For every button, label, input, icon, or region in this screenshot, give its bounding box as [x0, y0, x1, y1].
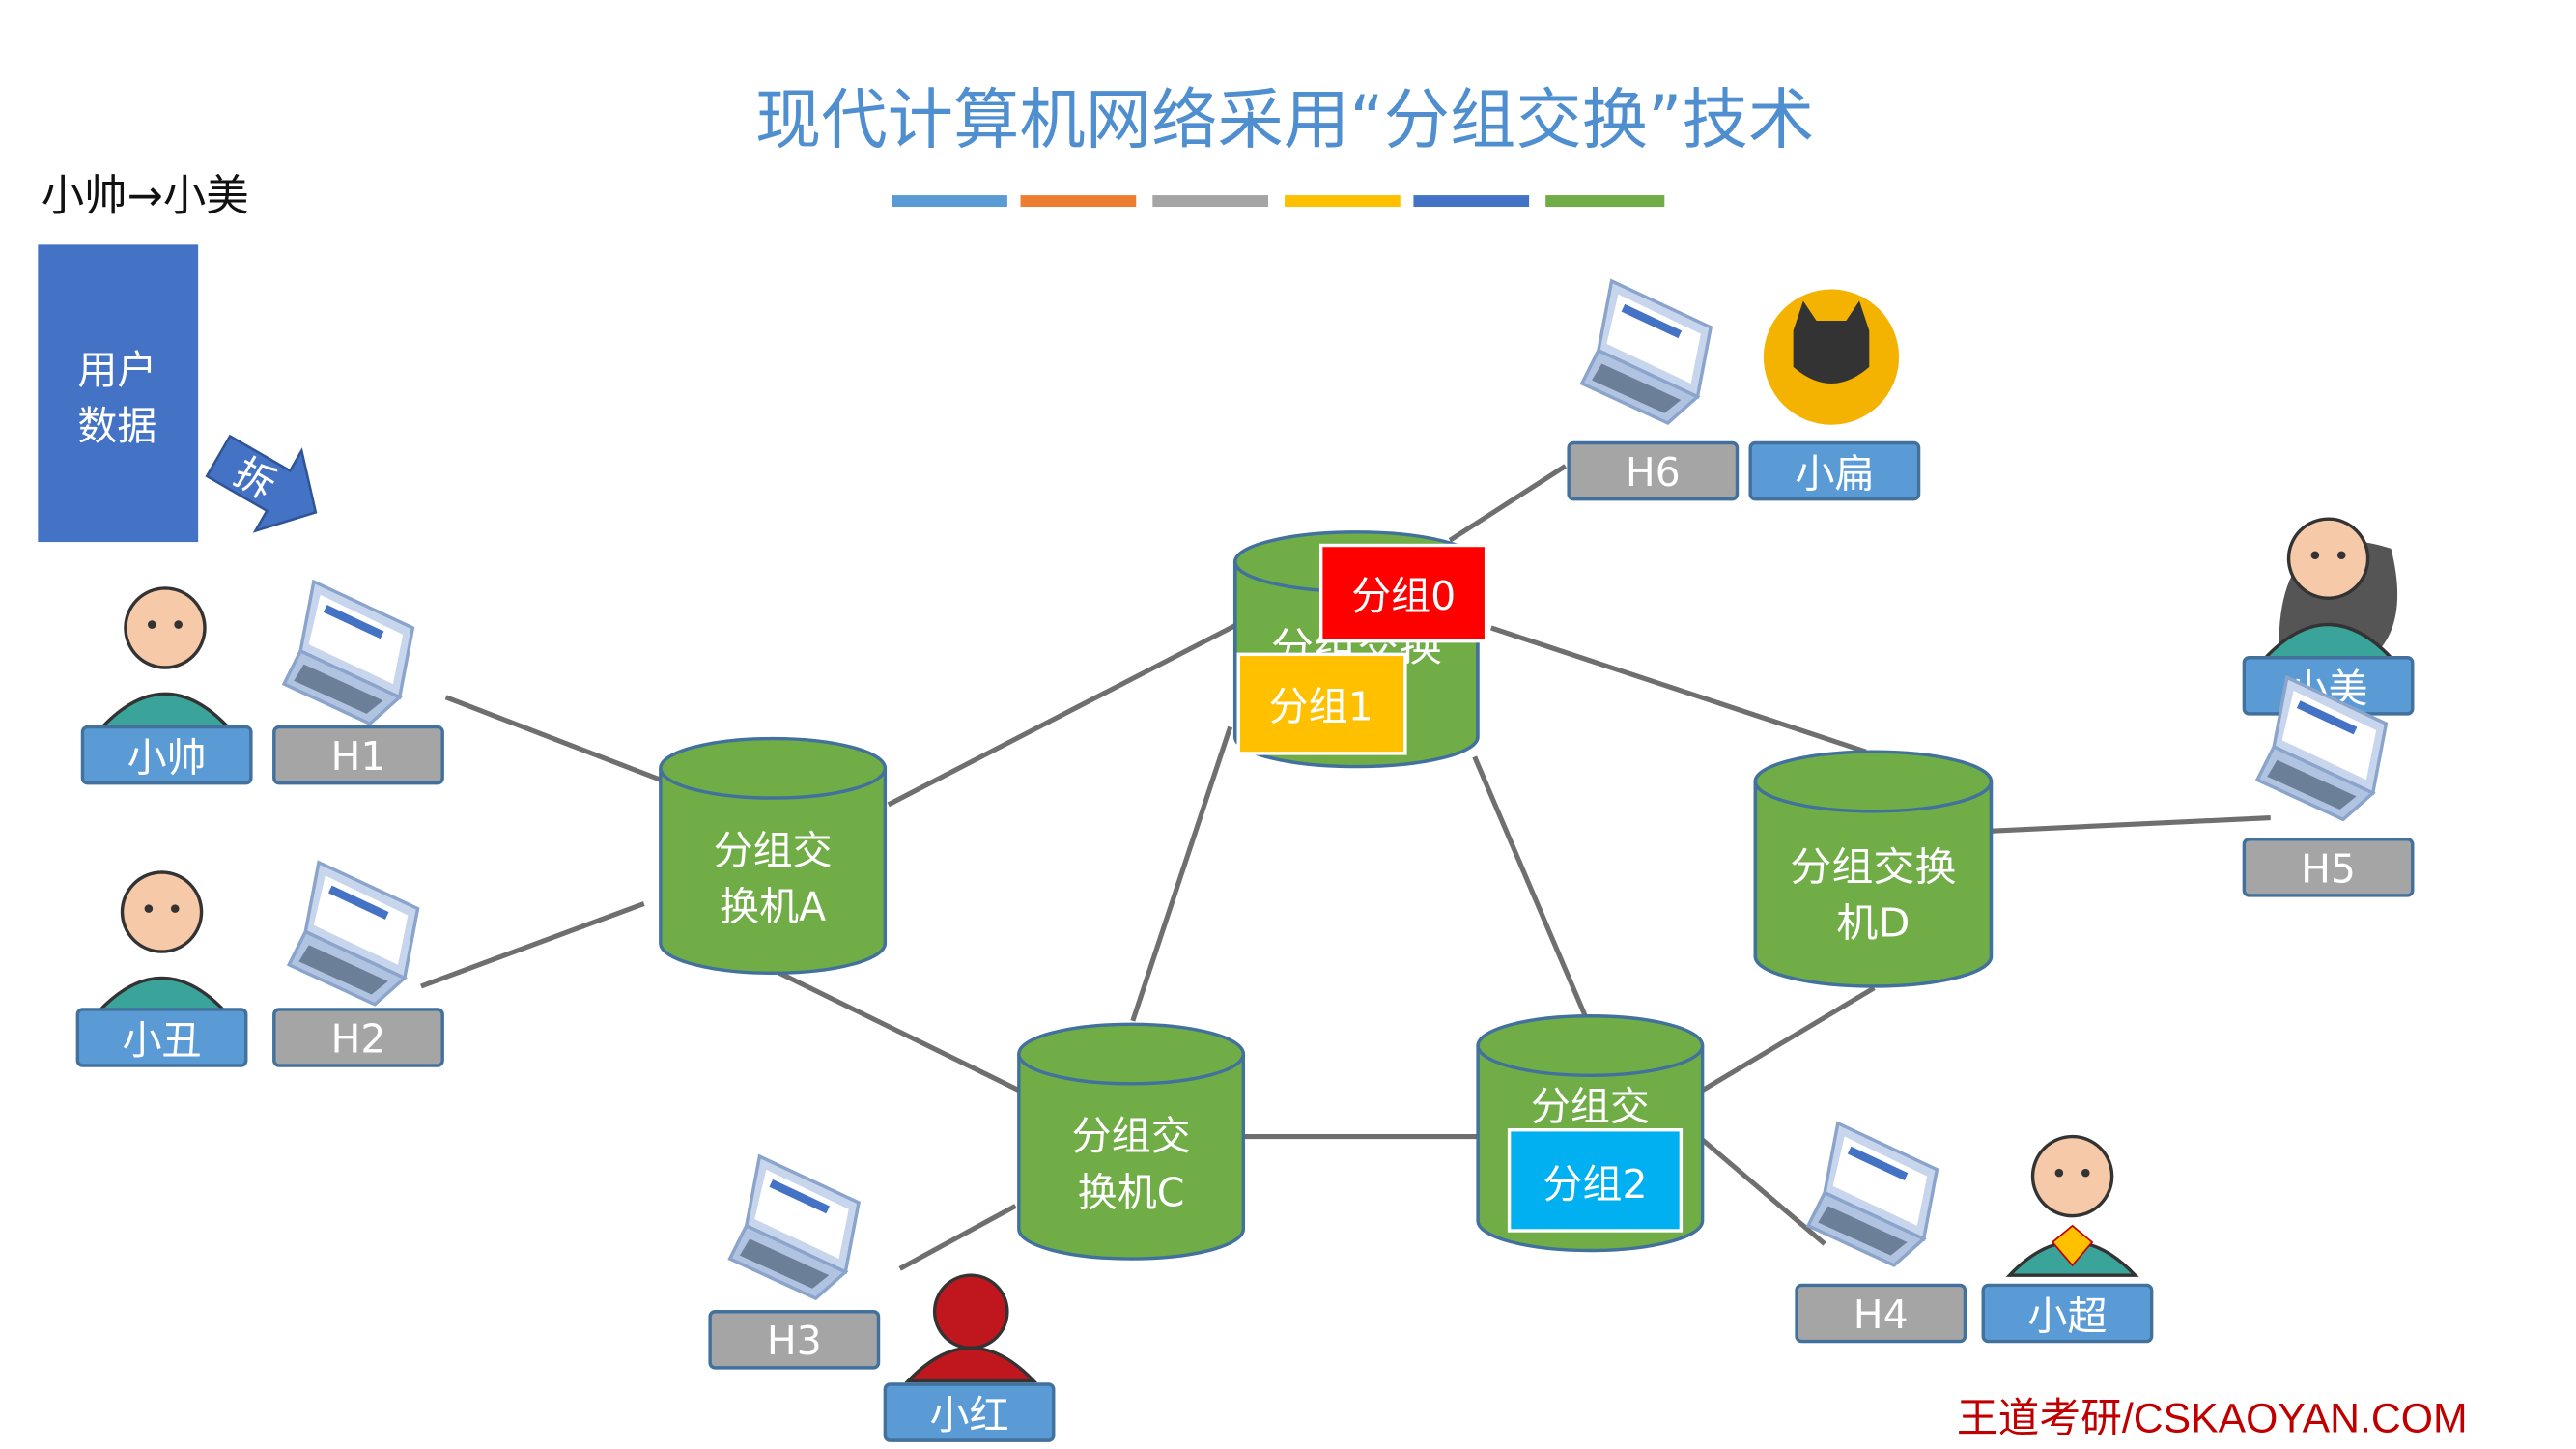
- user-data-block: [38, 244, 199, 543]
- color-bar-orange: [1020, 195, 1137, 208]
- packet-2: [1507, 1128, 1684, 1233]
- host-h6-label: H6: [1626, 449, 1681, 496]
- switch-a-line1: 分组交: [714, 827, 833, 873]
- footer-brand: 王道考研/CSKAOYAN.COM: [1957, 1396, 2468, 1442]
- packet-0: [1318, 543, 1488, 643]
- switch-d-line1: 分组交换: [1790, 844, 1956, 891]
- packet-2-label: 分组2: [1543, 1161, 1647, 1208]
- avatar-xiaoshuai: [100, 586, 230, 729]
- person-xiaoshuai-label: 小帅: [127, 735, 207, 781]
- switch-c: 分组交 换机C: [1017, 1022, 1246, 1261]
- switch-a: 分组交 换机A: [659, 736, 888, 976]
- color-bar-yellow: [1285, 195, 1401, 208]
- page-title: 现代计算机网络采用“分组交换”技术: [755, 82, 1814, 158]
- host-h4-label: H4: [1854, 1292, 1909, 1338]
- color-bar-gray: [1152, 195, 1268, 208]
- packet-0-label: 分组0: [1351, 573, 1456, 619]
- switch-e: 分组交: [1476, 1014, 1705, 1253]
- network-links: [420, 464, 2271, 1271]
- person-xiaohong-label: 小红: [930, 1392, 1009, 1438]
- laptop-h3-icon: [727, 1154, 861, 1300]
- packet-1: [1236, 652, 1407, 755]
- color-bar-green: [1545, 195, 1665, 208]
- split-arrow-icon: 拆: [205, 434, 318, 533]
- avatar-xiaochao: [2007, 1134, 2137, 1277]
- color-bar-darkblue: [1413, 195, 1530, 208]
- avatar-xiaomei: [2263, 517, 2398, 660]
- user-data-line1: 用户: [77, 347, 156, 393]
- color-bars: [892, 195, 1665, 208]
- avatar-xiaobian: [1763, 289, 1900, 425]
- avatar-xiaochou: [97, 870, 227, 1013]
- switch-d-line2: 机D: [1836, 900, 1910, 947]
- color-bar-blue: [892, 195, 1007, 208]
- laptop-h6-icon: [1580, 279, 1713, 425]
- switch-a-line2: 换机A: [720, 884, 826, 930]
- user-data-line2: 数据: [77, 403, 156, 449]
- person-labels: [75, 440, 2415, 1442]
- switch-e-line1: 分组交: [1531, 1083, 1650, 1129]
- avatar-xiaohong: [904, 1273, 1038, 1383]
- switch-c-line1: 分组交: [1072, 1113, 1191, 1159]
- laptop-h2-icon: [287, 861, 420, 1007]
- host-h1-label: H1: [331, 733, 386, 780]
- person-xiaochou-label: 小丑: [123, 1017, 202, 1064]
- host-h3-label: H3: [767, 1318, 822, 1364]
- host-labels: [272, 440, 2415, 1370]
- switch-d: 分组交换 机D: [1753, 750, 1994, 988]
- person-xiaobian-label: 小扁: [1795, 451, 1874, 497]
- switch-c-line2: 换机C: [1078, 1169, 1185, 1215]
- subtitle: 小帅→小美: [42, 171, 249, 220]
- laptop-h4-icon: [1806, 1122, 1939, 1267]
- person-xiaochao-label: 小超: [2027, 1293, 2107, 1340]
- host-h5-label: H5: [2301, 845, 2356, 892]
- laptop-h1-icon: [282, 580, 415, 725]
- packet-1-label: 分组1: [1269, 684, 1373, 730]
- host-h2-label: H2: [331, 1015, 386, 1062]
